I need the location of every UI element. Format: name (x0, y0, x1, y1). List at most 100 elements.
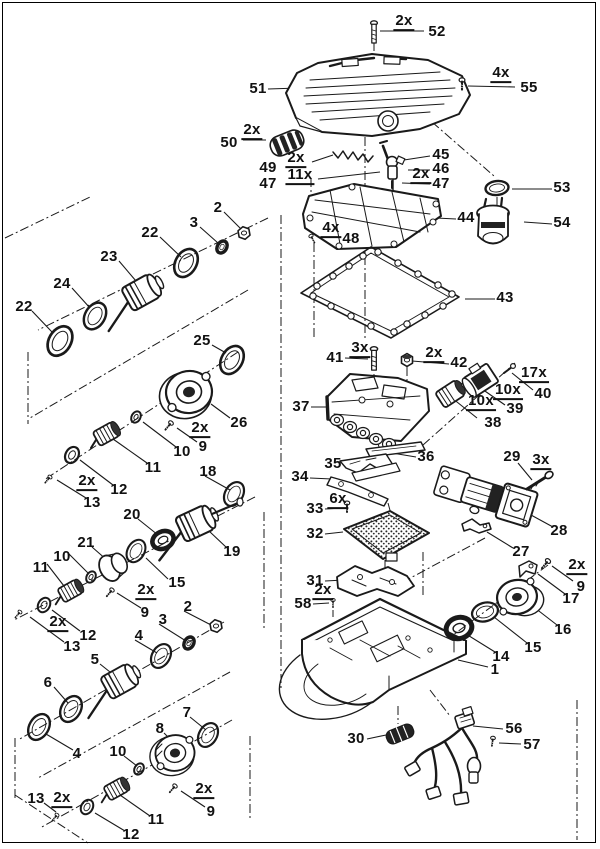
part-1-oil-pan (278, 597, 468, 720)
callout-27-41: 27 (512, 543, 530, 561)
callout-32-39: 32 (306, 525, 324, 543)
callout-24-59: 24 (53, 275, 71, 293)
part-42-nut (400, 352, 414, 368)
callout-15-46: 15 (524, 639, 542, 657)
callout-2x-42: 2x (566, 556, 588, 575)
callout-4x-2: 4x (490, 64, 512, 83)
callout-39-29: 39 (506, 400, 524, 418)
part-34-plate (326, 476, 389, 507)
callout-3-56: 3 (189, 214, 199, 232)
callout-12-94: 12 (122, 826, 140, 844)
callout-4-81: 4 (134, 627, 144, 645)
callout-18-70: 18 (199, 463, 217, 481)
callout-2x-50: 2x (312, 581, 334, 600)
callout-26-62: 26 (230, 414, 248, 432)
callout-37-30: 37 (292, 398, 310, 416)
part-39-solenoid (461, 362, 499, 398)
part-56-wiring-harness (404, 706, 482, 806)
part-29-screw (525, 470, 554, 491)
callout-33-38: 33 (306, 500, 324, 518)
callout-11x-9: 11x (285, 166, 315, 185)
callout-2x-0: 2x (393, 12, 415, 31)
part-14-seal (443, 614, 475, 642)
callout-52-1: 52 (428, 23, 446, 41)
part-51-cover (285, 53, 471, 137)
callout-3-80: 3 (158, 611, 168, 629)
part-28-parking-lock-module (433, 465, 539, 528)
callout-2x-77: 2x (135, 581, 157, 600)
part-27-lever (461, 518, 492, 534)
callout-2x-63: 2x (189, 419, 211, 438)
callout-2x-68: 2x (76, 472, 98, 491)
callout-17-44: 17 (562, 590, 580, 608)
callout-2x-82: 2x (47, 613, 69, 632)
callout-54-17: 54 (553, 214, 571, 232)
callout-11-66: 11 (144, 459, 162, 477)
callout-9-78: 9 (140, 604, 150, 622)
callout-17x-25: 17x (519, 364, 549, 383)
callout-14-47: 14 (492, 648, 510, 666)
callout-10x-26: 10x (493, 381, 523, 400)
callout-42-24: 42 (450, 354, 468, 372)
part-50-boot (269, 129, 305, 157)
callout-3x-22: 3x (349, 339, 371, 358)
callout-57-54: 57 (523, 736, 541, 754)
callout-16-45: 16 (554, 621, 572, 639)
callout-2x-95: 2x (193, 780, 215, 799)
callout-55-3: 55 (520, 79, 538, 97)
callout-7-87: 7 (182, 704, 192, 722)
callout-9-43: 9 (576, 578, 586, 596)
callout-6-86: 6 (43, 674, 53, 692)
callout-9-96: 9 (206, 803, 216, 821)
callout-13-91: 13 (27, 790, 45, 808)
callout-11-75: 11 (32, 559, 50, 577)
callout-19-72: 19 (223, 543, 241, 561)
callout-34-36: 34 (291, 468, 309, 486)
callout-25-61: 25 (193, 332, 211, 350)
callout-15-76: 15 (168, 574, 186, 592)
callout-53-15: 53 (553, 179, 571, 197)
callout-13-84: 13 (63, 638, 81, 656)
part-19-piston (144, 497, 244, 562)
part-21-boot (98, 552, 128, 582)
part-17-bracket (518, 560, 538, 578)
callout-44-16: 44 (457, 209, 475, 227)
callout-47-14: 47 (432, 175, 450, 193)
callout-41-21: 41 (326, 349, 344, 367)
callout-10x-28: 10x (466, 392, 496, 411)
callout-31-49: 31 (306, 572, 324, 590)
callout-2x-5: 2x (241, 121, 263, 140)
callout-2-79: 2 (183, 598, 193, 616)
callout-13-69: 13 (83, 494, 101, 512)
part-53-oring (484, 179, 510, 197)
part-35-plate (339, 453, 401, 482)
callout-43-20: 43 (496, 289, 514, 307)
callout-35-35: 35 (324, 455, 342, 473)
part-38-solenoid (435, 380, 468, 408)
callout-2x-92: 2x (51, 789, 73, 808)
part-16-housing (495, 577, 545, 617)
callout-4x-18: 4x (320, 219, 342, 238)
callout-5-85: 5 (90, 651, 100, 669)
callout-46-12: 46 (432, 160, 450, 178)
callout-29-32: 29 (503, 448, 521, 466)
callout-47-10: 47 (259, 175, 277, 193)
callout-30-52: 30 (347, 730, 365, 748)
callout-12-67: 12 (110, 481, 128, 499)
part-45-46-47-solenoid (385, 155, 406, 189)
callout-2x-13: 2x (410, 165, 432, 184)
callout-2x-7: 2x (285, 149, 307, 168)
callout-20-71: 20 (123, 506, 141, 524)
callout-50-6: 50 (220, 134, 238, 152)
callout-38-31: 38 (484, 414, 502, 432)
part-32-valve-body (343, 510, 430, 562)
part-40-screw (503, 363, 517, 374)
callout-9-64: 9 (198, 438, 208, 456)
callout-23-58: 23 (100, 248, 118, 266)
callout-11-93: 11 (147, 811, 165, 829)
part-30-magnet (385, 723, 415, 745)
part-31-baffle (336, 565, 415, 597)
callout-45-11: 45 (432, 146, 450, 164)
